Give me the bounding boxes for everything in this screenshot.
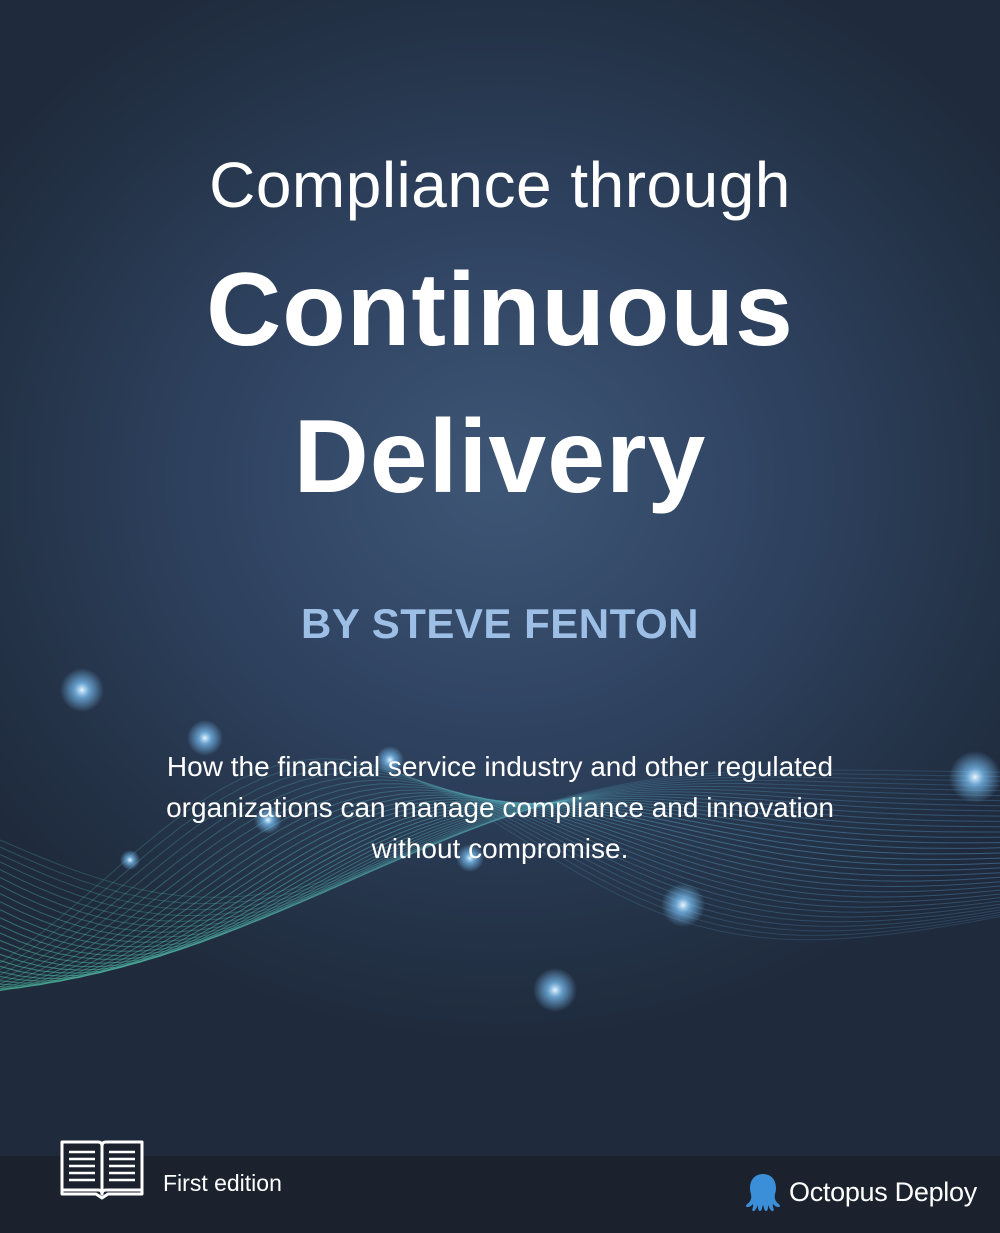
wave-line [0, 758, 1000, 964]
glow-dot [187, 720, 223, 756]
glow-dot [533, 968, 577, 1012]
glow-dot [376, 746, 404, 774]
open-book-icon [60, 1140, 144, 1200]
wave-line [0, 783, 1000, 990]
glow-dot [456, 844, 484, 872]
edition-label: First edition [163, 1170, 282, 1196]
wave-line [0, 771, 1000, 981]
title-line-2: Continuous [206, 252, 794, 368]
glow-dot [661, 883, 705, 927]
wave-lines-decoration [0, 668, 1000, 1012]
title-line-3: Delivery [293, 399, 707, 515]
glow-dot [120, 850, 140, 870]
footer-bar [0, 1156, 1000, 1233]
octopus-logo-icon [746, 1174, 780, 1212]
wave-line [0, 792, 1000, 991]
wave-line [0, 779, 1000, 988]
book-description: How the financial service industry and o… [166, 751, 834, 864]
wave-line [0, 762, 1000, 970]
wave-line [0, 785, 1000, 928]
title-line-1: Compliance through [209, 149, 791, 221]
brand-logo-group: Octopus Deploy [745, 1172, 977, 1212]
author-byline: BY STEVE FENTON [300, 600, 700, 647]
wave-line [0, 802, 1000, 974]
wave-line [0, 786, 1000, 991]
wave-line [0, 791, 1000, 938]
wave-line [0, 775, 1000, 985]
wave-line [0, 789, 1000, 992]
glow-dot [949, 751, 1000, 803]
brand-name: Octopus Deploy [789, 1176, 977, 1207]
wave-line [0, 794, 1000, 990]
glow-dot [60, 668, 104, 712]
glow-dot [254, 806, 282, 834]
wave-line [0, 793, 1000, 943]
wave-line [0, 767, 1000, 976]
